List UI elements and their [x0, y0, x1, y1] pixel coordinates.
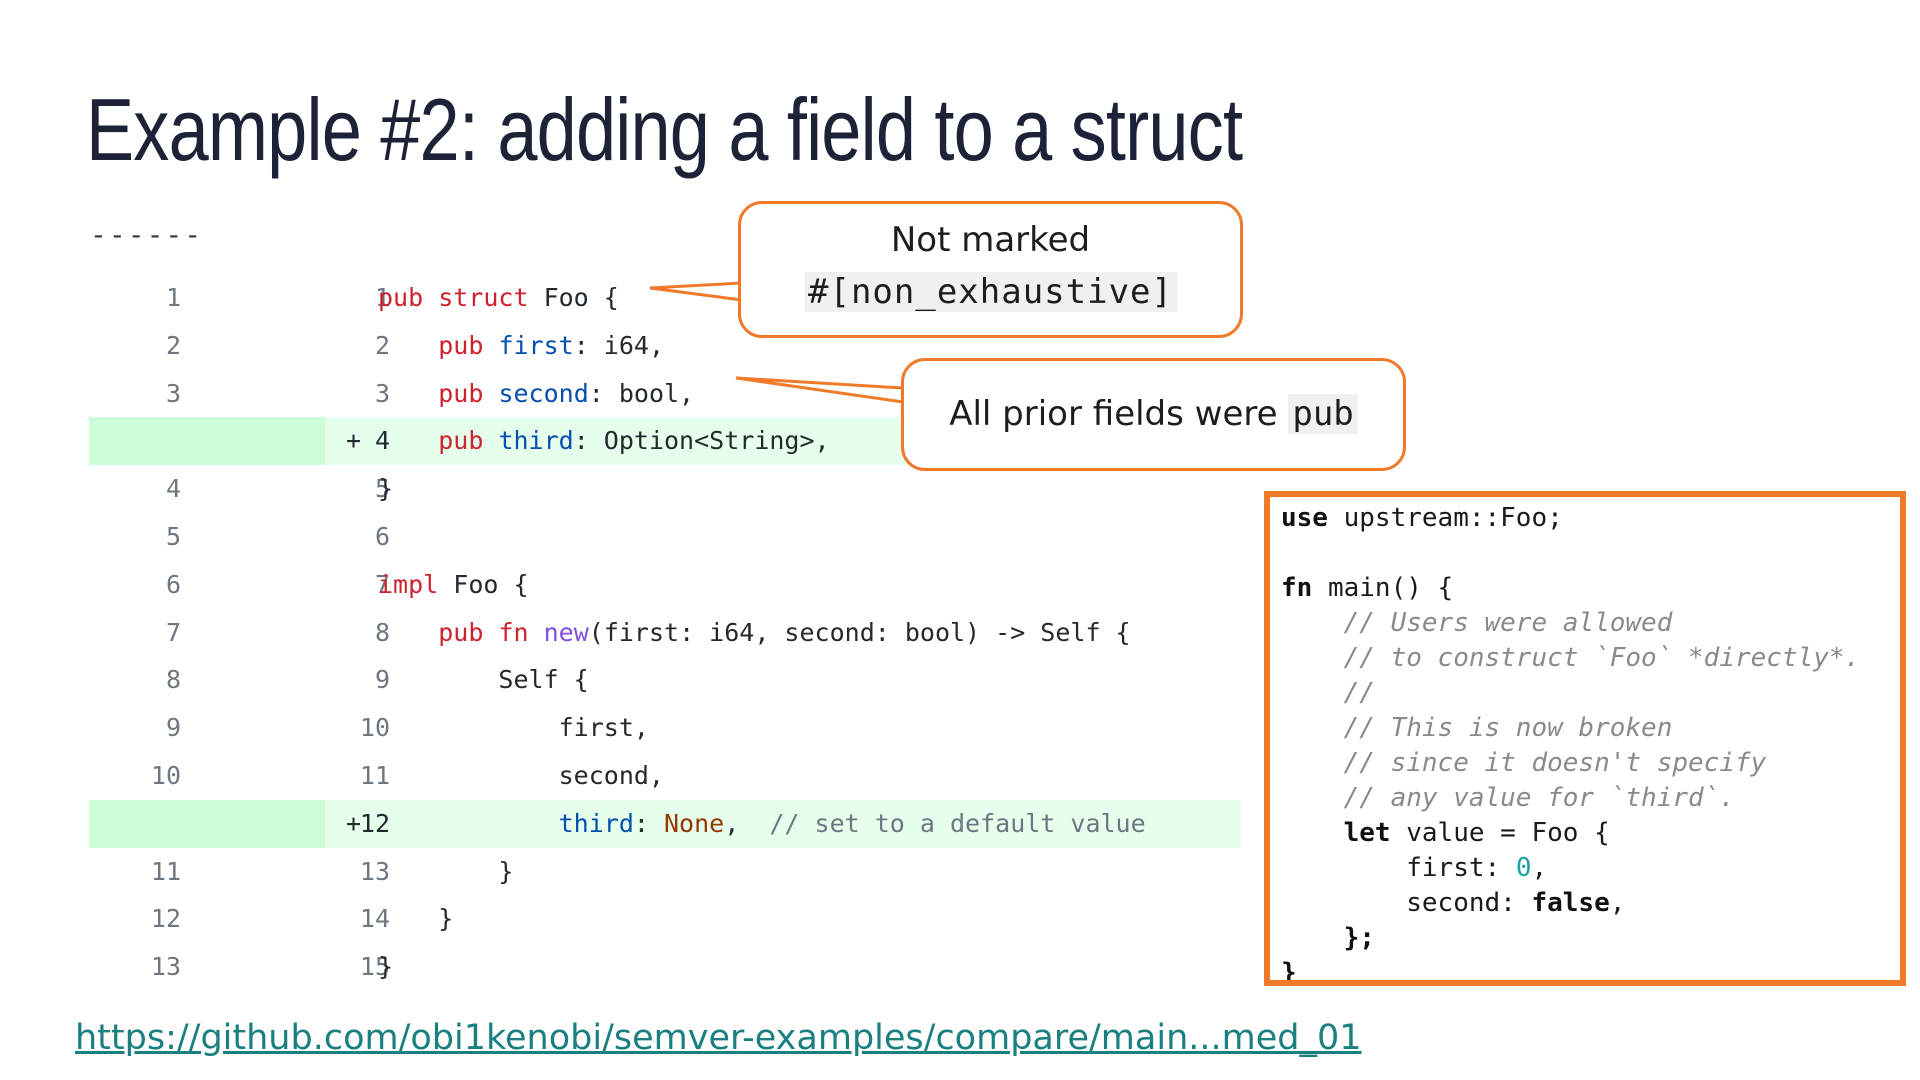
callout-attribute-code: #[non_exhaustive]: [804, 272, 1177, 312]
diff-row: 13 15 }: [89, 943, 1241, 991]
code-line: [1281, 536, 1860, 571]
old-line-number[interactable]: [89, 417, 181, 465]
code-line: // any value for `third`.: [1343, 783, 1735, 813]
old-line-number[interactable]: 7: [165, 617, 181, 647]
code-line: pub third: Option<String>,: [438, 426, 830, 456]
code-line: pub first: i64,: [438, 330, 665, 360]
inline-code-pub: pub: [1288, 394, 1358, 434]
new-line-number[interactable]: 11: [359, 760, 390, 790]
code-line: second: false,: [1406, 888, 1626, 918]
code-line: pub struct Foo {: [378, 283, 619, 312]
callout-not-marked: Not marked #[non_exhaustive]: [738, 201, 1243, 338]
code-line: }: [378, 952, 394, 982]
old-line-number[interactable]: 1: [165, 283, 181, 312]
code-line: use upstream::Foo;: [1281, 503, 1563, 533]
new-line-number[interactable]: 4: [374, 426, 390, 456]
diff-row: 8 9 Self {: [89, 656, 1241, 704]
code-line: // This is now broken: [1343, 713, 1673, 743]
old-line-number[interactable]: 4: [165, 474, 181, 504]
new-line-number[interactable]: 15: [359, 952, 390, 982]
compare-link[interactable]: https://github.com/obi1kenobi/semver-exa…: [75, 1018, 1362, 1058]
diff-row: 11 13 }: [89, 848, 1241, 896]
code-line: pub fn new(first: i64, second: bool) -> …: [438, 617, 1131, 647]
new-line-number[interactable]: 10: [359, 713, 390, 743]
old-line-number[interactable]: 9: [165, 713, 181, 743]
callout-not-marked-text: Not marked: [890, 220, 1091, 260]
diff-row-added: 12 + third: None, // set to a default va…: [89, 799, 1241, 848]
diff-row: 6 7 impl Foo {: [89, 561, 1241, 609]
new-line-number[interactable]: 3: [374, 378, 390, 408]
new-line-number[interactable]: 6: [374, 521, 390, 551]
diff-row: 12 14 }: [89, 895, 1241, 943]
old-line-number[interactable]: 5: [165, 521, 181, 551]
old-line-number[interactable]: 10: [150, 760, 181, 790]
diff-sign: +: [346, 426, 362, 456]
diff-row: 5 6: [89, 513, 1241, 561]
code-line: second,: [378, 760, 664, 790]
diff-row: 1 1 pub struct Foo {: [89, 274, 1241, 322]
new-line-number[interactable]: 2: [374, 330, 390, 360]
code-line: first,: [378, 713, 649, 743]
code-line: let value = Foo {: [1343, 818, 1610, 848]
old-line-number[interactable]: 8: [165, 665, 181, 695]
code-line: Self {: [378, 665, 589, 695]
new-line-number[interactable]: 9: [374, 665, 390, 695]
diff-row: 2 2 pub first: i64,: [89, 322, 1241, 370]
code-line: // Users were allowed: [1343, 608, 1673, 638]
old-line-number[interactable]: 3: [165, 378, 181, 408]
old-line-number[interactable]: [89, 800, 181, 848]
slide-title: Example #2: adding a field to a struct: [86, 80, 1243, 179]
callout-prior-fields-text: All prior fields were pub: [904, 394, 1403, 434]
code-line: };: [1343, 923, 1375, 953]
new-line-number[interactable]: 7: [374, 569, 390, 599]
old-line-number[interactable]: 11: [150, 856, 181, 886]
added-gutter-highlight: [89, 417, 325, 466]
code-line: //: [1343, 678, 1375, 708]
old-line-number[interactable]: 12: [150, 904, 181, 934]
code-line: impl Foo {: [378, 569, 529, 599]
new-line-number[interactable]: 13: [359, 856, 390, 886]
code-line: pub second: bool,: [438, 378, 695, 408]
downstream-code: use upstream::Foo;fn main() { // Users w…: [1281, 501, 1861, 986]
old-line-number[interactable]: 2: [165, 330, 181, 360]
diff-row: 10 11 second,: [89, 752, 1241, 800]
new-line-number[interactable]: 14: [359, 904, 390, 934]
new-line-number[interactable]: 1: [374, 283, 390, 312]
diff-row: 3 3 pub second: bool,: [89, 370, 1241, 418]
code-line: // to construct `Foo` *directly*.: [1343, 643, 1861, 673]
diff-row: 7 8 pub fn new(first: i64, second: bool)…: [89, 609, 1241, 657]
old-line-number[interactable]: 6: [165, 569, 181, 599]
code-line: }: [378, 474, 394, 504]
code-line: }: [378, 904, 454, 934]
new-line-number[interactable]: 8: [374, 617, 390, 647]
diff-hunk-marker: ------: [90, 218, 204, 251]
diff-sign: +: [346, 808, 362, 838]
downstream-code-box: use upstream::Foo;fn main() { // Users w…: [1264, 491, 1906, 986]
code-line: }: [378, 856, 514, 886]
code-line: first: 0,: [1406, 853, 1548, 883]
code-line: third: None, // set to a default value: [558, 808, 1146, 838]
new-line-number[interactable]: 5: [374, 474, 390, 504]
callout-prior-fields: All prior fields were pub: [901, 358, 1406, 471]
added-gutter-highlight: [89, 799, 325, 848]
code-line: // since it doesn't specify: [1343, 748, 1767, 778]
code-line: }: [1281, 958, 1297, 986]
code-line: fn main() {: [1281, 573, 1454, 603]
diff-row: 4 5 }: [89, 465, 1241, 513]
new-line-number[interactable]: 12: [359, 808, 390, 838]
old-line-number[interactable]: 13: [150, 952, 181, 982]
diff-row: 9 10 first,: [89, 704, 1241, 752]
